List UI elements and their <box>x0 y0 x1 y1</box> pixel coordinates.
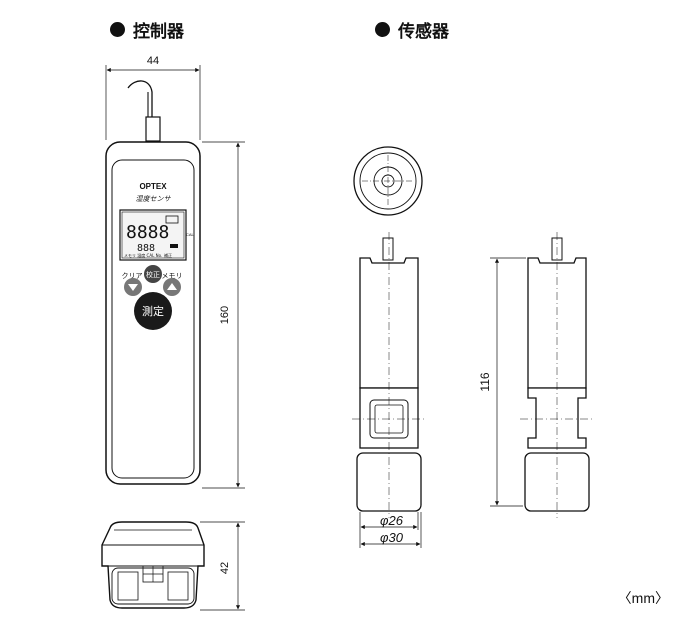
memory-button-label: メモリ <box>162 272 183 280</box>
lcd-bottom-left-label: メモリ 湿度 CAL No. <box>124 252 162 258</box>
length-dimension: 116 <box>478 257 526 507</box>
sensor-side-view <box>520 232 594 518</box>
sensor-top-view <box>353 146 423 216</box>
up-arrow-icon <box>167 283 177 290</box>
measure-button[interactable] <box>134 292 172 330</box>
sensor-title: 传感器 <box>375 17 449 42</box>
width-dimension: 44 <box>105 55 201 140</box>
bullet-icon <box>110 22 125 37</box>
down-arrow-icon <box>128 284 138 291</box>
brand-logo: OPTEX <box>139 182 167 191</box>
unit-label: 〈mm〉 <box>617 590 669 606</box>
lcd-screen <box>121 211 185 259</box>
cable-strain-relief <box>145 116 161 142</box>
height-dimension: 160 <box>202 141 245 489</box>
controller-title: 控制器 <box>110 17 184 42</box>
lcd-sub-digits: 888 <box>137 243 155 254</box>
lcd-main-digits: 8888 <box>126 222 169 243</box>
lcd-bottom-right-label: 補正 <box>164 252 172 258</box>
diameter-dimensions: φ26 φ30 <box>359 512 422 548</box>
depth-value: 42 <box>219 562 231 574</box>
length-value: 116 <box>478 372 492 391</box>
calibrate-button[interactable] <box>144 265 162 283</box>
width-value: 44 <box>147 55 159 67</box>
model-label: 湿度センサ <box>136 195 172 203</box>
height-value: 160 <box>219 306 231 324</box>
sensor-title-text: 传感器 <box>398 22 449 42</box>
depth-dimension: 42 <box>200 521 245 611</box>
battery-icon <box>165 215 179 224</box>
sensor-front-view <box>352 232 426 518</box>
clear-button-label: クリア <box>122 272 143 280</box>
controller-title-text: 控制器 <box>133 22 184 42</box>
cable <box>127 80 153 118</box>
controller-bottom-view <box>101 521 205 609</box>
measure-button-label: 測定 <box>142 304 164 318</box>
inner-diameter-value: φ26 <box>380 513 404 528</box>
controller-front-view: OPTEX 湿度センサ 8888 888 CAL メモリ 湿度 CAL No. … <box>105 80 201 485</box>
lcd-unit-label: CAL <box>186 232 195 237</box>
outer-diameter-value: φ30 <box>380 530 404 545</box>
calibrate-button-label: 校正 <box>146 270 160 279</box>
bullet-icon <box>375 22 390 37</box>
